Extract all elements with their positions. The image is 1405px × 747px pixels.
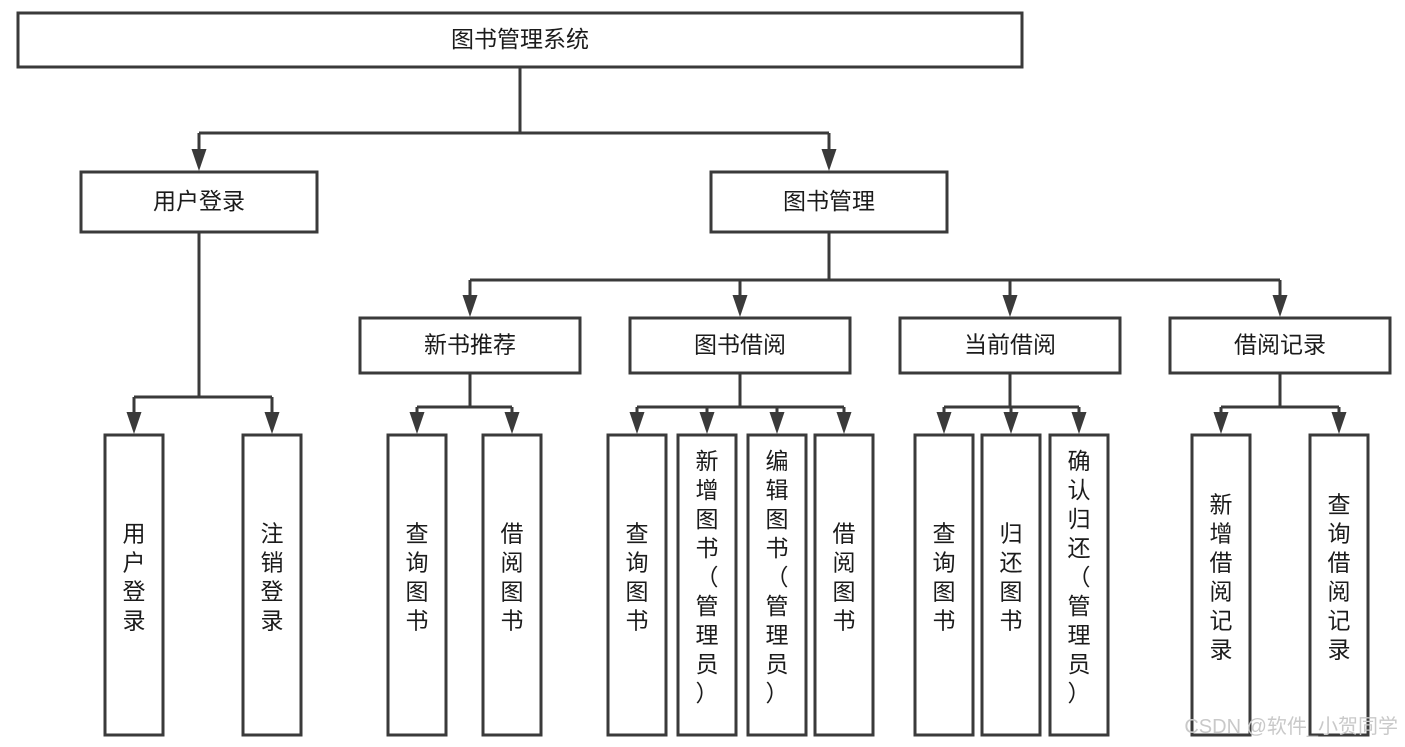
node-label-leaf-query-book-1: 查询图书 (406, 521, 429, 634)
node-label-leaf-query-book-2: 查询图书 (626, 521, 649, 634)
edge-group-root (191, 67, 837, 171)
node-leaf-query-book-3[interactable]: 查询图书 (913, 433, 975, 737)
node-leaf-add-book-admin[interactable]: 新增图书（管理员） (676, 433, 738, 737)
node-root[interactable]: 图书管理系统 (16, 11, 1024, 69)
node-label-current-borrow: 当前借阅 (964, 332, 1056, 358)
edge-group-user-login (126, 232, 280, 434)
node-leaf-confirm-return-admin[interactable]: 确认归还（管理员） (1048, 433, 1110, 737)
edge-group-borrow-record (1213, 373, 1347, 434)
node-label-leaf-query-borrow-record: 查询借阅记录 (1328, 492, 1351, 663)
node-leaf-query-borrow-record[interactable]: 查询借阅记录 (1308, 433, 1370, 737)
node-book-manage[interactable]: 图书管理 (709, 170, 949, 234)
node-box-leaf-query-borrow-record[interactable] (1308, 433, 1370, 737)
node-box-user-login[interactable] (79, 170, 319, 234)
node-box-leaf-query-book-1[interactable] (386, 433, 448, 737)
node-label-user-login: 用户登录 (153, 188, 245, 214)
arrow-head-icon (821, 149, 837, 171)
node-book-borrow[interactable]: 图书借阅 (628, 316, 852, 375)
nodes-layer: 图书管理系统用户登录图书管理新书推荐图书借阅当前借阅借阅记录用户登录注销登录查询… (16, 11, 1392, 737)
arrow-head-icon (629, 412, 645, 434)
node-box-leaf-add-borrow-record[interactable] (1190, 433, 1252, 737)
node-box-leaf-confirm-return-admin[interactable] (1048, 433, 1110, 737)
node-leaf-return-book[interactable]: 归还图书 (980, 433, 1042, 737)
watermark-text: CSDN @软件_小贺同学 (1184, 715, 1398, 738)
node-leaf-add-borrow-record[interactable]: 新增借阅记录 (1190, 433, 1252, 737)
node-user-login[interactable]: 用户登录 (79, 170, 319, 234)
node-box-book-borrow[interactable] (628, 316, 852, 375)
node-box-leaf-logout[interactable] (241, 433, 303, 737)
node-leaf-logout[interactable]: 注销登录 (241, 433, 303, 737)
node-label-leaf-borrow-book-2: 借阅图书 (833, 521, 856, 634)
node-label-leaf-query-book-3: 查询图书 (933, 521, 956, 634)
arrow-head-icon (699, 412, 715, 434)
node-borrow-record[interactable]: 借阅记录 (1168, 316, 1392, 375)
node-label-leaf-edit-book-admin: 编辑图书（管理员） (766, 448, 789, 706)
node-label-leaf-add-book-admin: 新增图书（管理员） (696, 448, 719, 706)
arrow-head-icon (1002, 295, 1018, 317)
node-label-leaf-borrow-book-1: 借阅图书 (501, 521, 524, 634)
node-label-root: 图书管理系统 (451, 26, 589, 52)
node-leaf-borrow-book-1[interactable]: 借阅图书 (481, 433, 543, 737)
node-box-leaf-user-login[interactable] (103, 433, 165, 737)
node-box-leaf-borrow-book-2[interactable] (813, 433, 875, 737)
arrow-head-icon (504, 412, 520, 434)
edge-group-new-book-recommend (409, 373, 520, 434)
node-box-leaf-add-book-admin[interactable] (676, 433, 738, 737)
node-box-borrow-record[interactable] (1168, 316, 1392, 375)
arrow-head-icon (1272, 295, 1288, 317)
node-leaf-user-login[interactable]: 用户登录 (103, 433, 165, 737)
node-label-borrow-record: 借阅记录 (1234, 332, 1326, 358)
node-label-leaf-confirm-return-admin: 确认归还（管理员） (1068, 448, 1091, 706)
node-box-leaf-borrow-book-1[interactable] (481, 433, 543, 737)
edge-group-book-borrow (629, 373, 852, 434)
edges-layer (126, 67, 1347, 434)
node-leaf-borrow-book-2[interactable]: 借阅图书 (813, 433, 875, 737)
node-box-current-borrow[interactable] (898, 316, 1122, 375)
node-current-borrow[interactable]: 当前借阅 (898, 316, 1122, 375)
arrow-head-icon (126, 412, 142, 434)
arrow-head-icon (1213, 412, 1229, 434)
arrow-head-icon (1331, 412, 1347, 434)
arrow-head-icon (1071, 412, 1087, 434)
node-box-leaf-query-book-2[interactable] (606, 433, 668, 737)
edge-group-book-manage (462, 232, 1288, 317)
node-box-new-book-recommend[interactable] (358, 316, 582, 375)
node-box-leaf-return-book[interactable] (980, 433, 1042, 737)
node-leaf-query-book-2[interactable]: 查询图书 (606, 433, 668, 737)
node-box-leaf-query-book-3[interactable] (913, 433, 975, 737)
node-label-leaf-user-login: 用户登录 (123, 521, 146, 634)
node-leaf-edit-book-admin[interactable]: 编辑图书（管理员） (746, 433, 808, 737)
arrow-head-icon (1003, 412, 1019, 434)
node-box-book-manage[interactable] (709, 170, 949, 234)
node-new-book-recommend[interactable]: 新书推荐 (358, 316, 582, 375)
node-label-leaf-add-borrow-record: 新增借阅记录 (1210, 492, 1233, 663)
arrow-head-icon (191, 149, 207, 171)
node-label-leaf-return-book: 归还图书 (1000, 521, 1023, 634)
arrow-head-icon (732, 295, 748, 317)
node-leaf-query-book-1[interactable]: 查询图书 (386, 433, 448, 737)
node-label-leaf-logout: 注销登录 (261, 521, 284, 634)
node-label-new-book-recommend: 新书推荐 (424, 332, 516, 358)
arrow-head-icon (264, 412, 280, 434)
edge-group-current-borrow (936, 373, 1087, 434)
arrow-head-icon (409, 412, 425, 434)
arrow-head-icon (769, 412, 785, 434)
arrow-head-icon (936, 412, 952, 434)
arrow-head-icon (836, 412, 852, 434)
node-box-leaf-edit-book-admin[interactable] (746, 433, 808, 737)
node-label-book-manage: 图书管理 (783, 188, 875, 214)
node-box-root[interactable] (16, 11, 1024, 69)
arrow-head-icon (462, 295, 478, 317)
node-label-book-borrow: 图书借阅 (694, 332, 786, 358)
